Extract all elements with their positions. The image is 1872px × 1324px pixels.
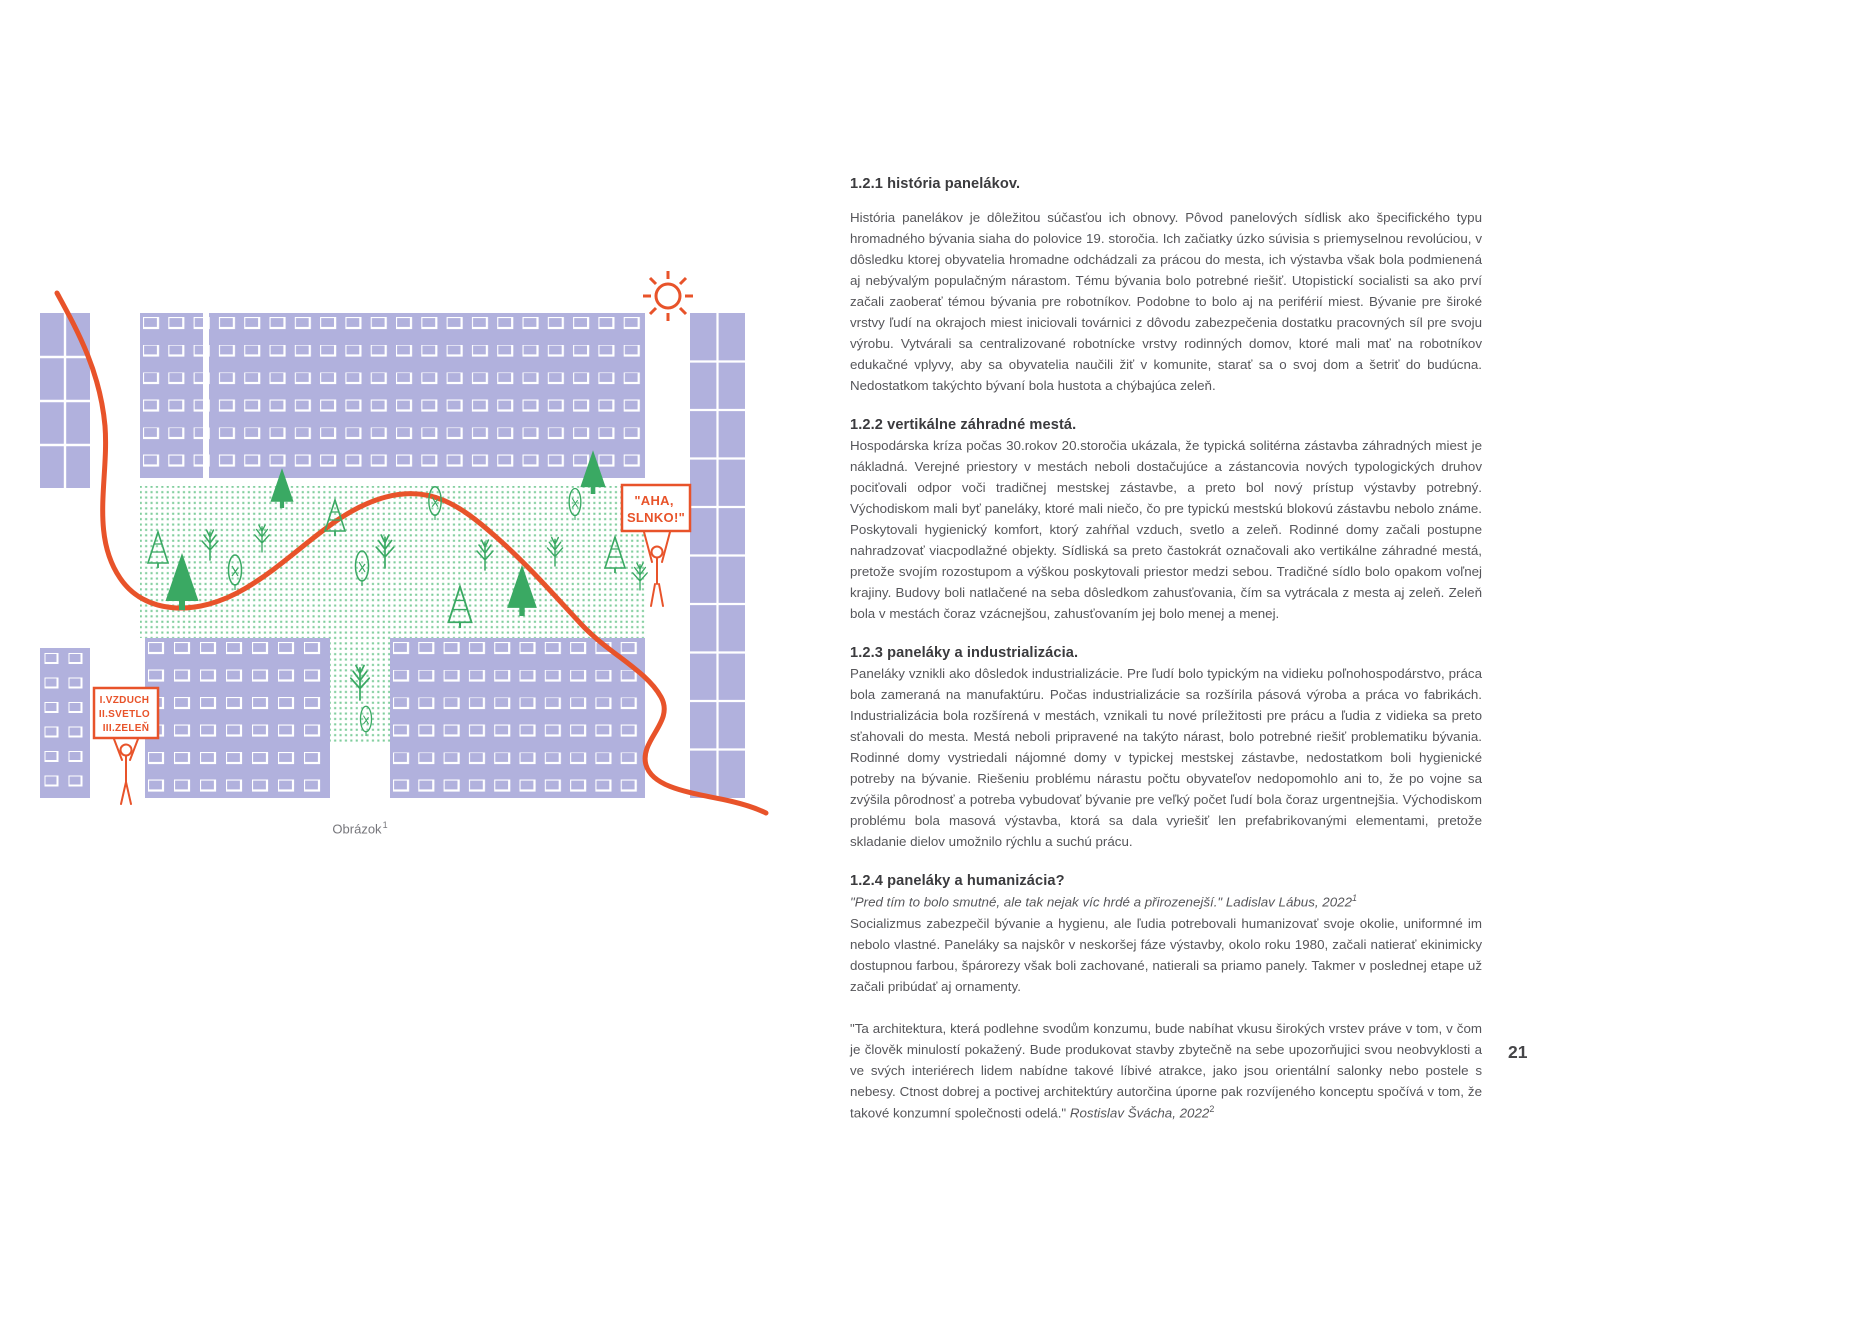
figure-caption-ref: 1	[382, 820, 388, 830]
quote-author: Rostislav Švácha, 2022	[1069, 1105, 1210, 1121]
svg-text:I.VZDUCH II.SVETLO: I.VZDUCH II.SVETLO III.ZELEŇ	[99, 695, 153, 734]
sun-sign-line2: SLNKO!"	[627, 510, 685, 525]
section-panelaky-humanizacia: 1.2.4 paneláky a humanizácia? "Pred tím …	[850, 873, 1482, 1123]
section-historia-panelakov: 1.2.1 história panelákov. História panel…	[850, 176, 1482, 396]
svg-text:"AHA, SLNKO!": "AHA, SLNKO!"	[627, 493, 685, 525]
illustration-svg: "AHA, SLNKO!" I.VZDUCH II.SVETLO III.ZEL…	[40, 271, 769, 816]
page-number: 21	[1508, 1042, 1528, 1062]
needs-sign-line3: III.ZELEŇ	[103, 721, 150, 734]
section-heading: 1.2.4 paneláky a humanizácia?	[850, 873, 1065, 890]
green-band	[140, 486, 645, 638]
footnote-ref: 1	[1352, 893, 1358, 904]
section-paragraph: Hospodárska kríza počas 30.rokov 20.stor…	[850, 438, 1482, 622]
needs-sign-line1: I.VZDUCH	[100, 695, 150, 706]
quote-text: "Pred tím to bolo smutné, ale tak nejak …	[850, 894, 1226, 910]
sun-sign-line1: "AHA,	[634, 493, 673, 508]
figure-caption: Obrázok1	[30, 820, 690, 836]
section-heading: 1.2.2 vertikálne záhradné mestá.	[850, 417, 1077, 434]
section-paragraph: História panelákov je dôležitou súčasťou…	[850, 210, 1482, 394]
panel-buildings	[40, 313, 745, 798]
section-paragraph: Paneláky vznikli ako dôsledok industrial…	[850, 666, 1482, 850]
footnote-ref: 2	[1209, 1104, 1215, 1114]
road-line	[54, 290, 769, 816]
needs-sign-line2: II.SVETLO	[99, 709, 150, 720]
building-gap	[203, 313, 209, 478]
stick-figure-icon	[113, 738, 139, 805]
green-area	[140, 486, 645, 743]
sign-needs: I.VZDUCH II.SVETLO III.ZELEŇ	[92, 686, 160, 805]
sun-icon	[643, 271, 693, 321]
sign-aha-slnko: "AHA, SLNKO!"	[620, 483, 692, 607]
section-paragraph: Socializmus zabezpečil bývanie a hygienu…	[850, 915, 1482, 994]
quote-text: "Ta architektura, která podlehne svodům …	[850, 1020, 1482, 1121]
stick-figure-icon	[643, 531, 671, 607]
section-vertikalne-zahradne-mesta: 1.2.2 vertikálne záhradné mestá. Hospodá…	[850, 417, 1482, 624]
quote-block: "Ta architektura, která podlehne svodům …	[850, 1018, 1482, 1124]
article: 1.2.1 história panelákov. História panel…	[850, 176, 1482, 1123]
quote-line: "Pred tím to bolo smutné, ale tak nejak …	[850, 891, 1482, 912]
figure-caption-label: Obrázok	[332, 821, 382, 837]
section-heading: 1.2.1 história panelákov.	[850, 176, 1021, 192]
figure-illustration: "AHA, SLNKO!" I.VZDUCH II.SVETLO III.ZEL…	[30, 268, 790, 868]
quote-author: Ladislav Lábus, 2022	[1225, 894, 1352, 910]
section-panelaky-industrializacia: 1.2.3 paneláky a industrializácia. Panel…	[850, 645, 1482, 852]
section-heading: 1.2.3 paneláky a industrializácia.	[850, 645, 1079, 662]
